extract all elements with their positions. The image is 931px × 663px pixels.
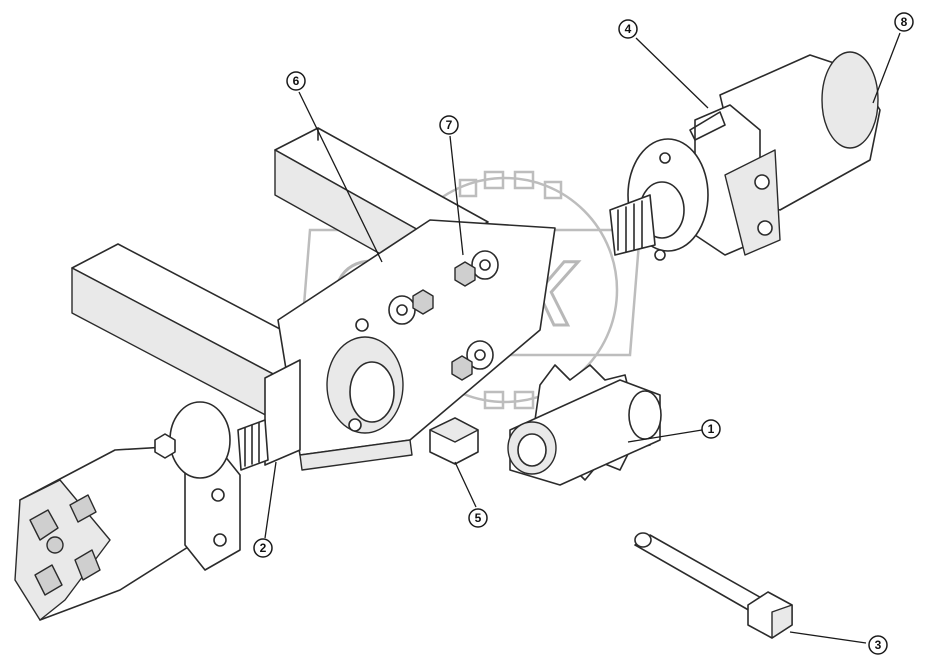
callout-6: 6 [286,71,306,91]
callout-7-label: 7 [446,118,453,132]
callout-6-label: 6 [293,74,300,88]
callout-7: 7 [439,115,459,135]
hex-nut [429,417,479,465]
callout-2-label: 2 [260,541,267,555]
callout-4: 4 [618,19,638,39]
washers-and-nuts [388,250,499,381]
callout-8-label: 8 [901,15,908,29]
callout-5-label: 5 [475,511,482,525]
callout-8: 8 [894,12,914,32]
callout-5: 5 [468,508,488,528]
callout-1-label: 1 [708,422,715,436]
bolt [634,532,793,639]
hydraulic-motor-upper [609,51,881,261]
callout-1: 1 [701,419,721,439]
hydraulic-motor-lower [14,401,269,621]
callout-4-label: 4 [625,22,632,36]
sprocket [507,364,662,486]
callout-2: 2 [253,538,273,558]
leader-lines [264,32,901,644]
callout-3: 3 [868,635,888,655]
callout-3-label: 3 [875,638,882,652]
